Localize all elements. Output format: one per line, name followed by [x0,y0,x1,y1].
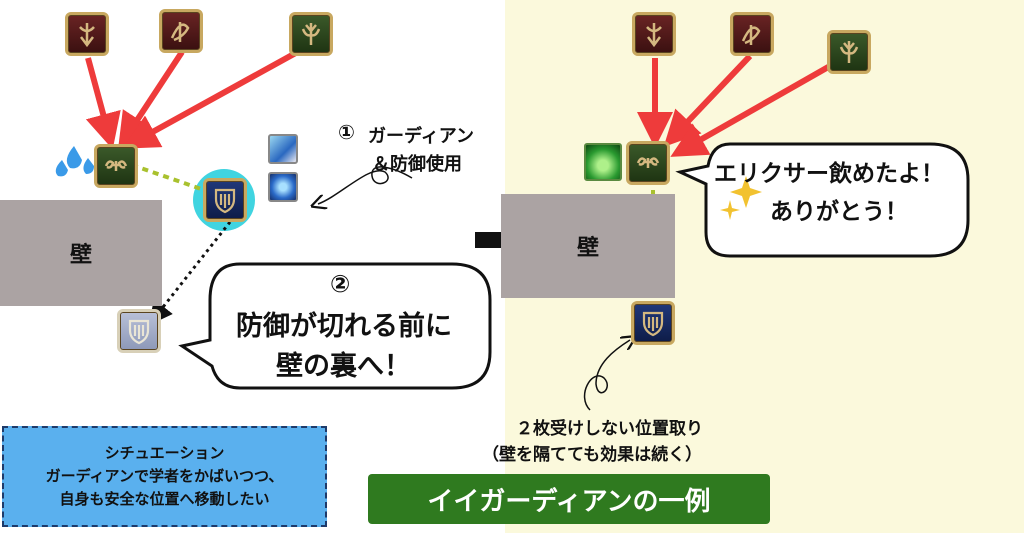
step1-number: ① [338,120,355,144]
sweat-icon [55,146,94,177]
paladin-job-icon-right [631,301,675,345]
move-arrow [148,221,232,326]
reaper-job-icon-right [632,12,676,56]
bubble-left-shape [178,262,492,390]
dragoon-job-icon [159,9,203,53]
elixir-icon [584,143,622,181]
reaper-job-icon [65,12,109,56]
step2-line2: 壁の裏へ！ [276,351,411,382]
tether-left [131,163,205,192]
step2-number: ② [330,270,351,298]
sage-job-icon [289,12,333,56]
step1-line1: ガーディアン [368,126,475,147]
dragoon-job-icon-right [730,12,774,56]
step1-line2: ＆防御使用 [372,154,462,175]
situation-line3: 自身も安全な位置へ移動したい [59,490,270,508]
sage-job-icon-right [827,30,871,74]
red-arrow-3 [122,41,314,149]
wall-right: 壁 [501,194,675,298]
situation-line2: ガーディアンで学者をかばいつつ、 [45,467,284,485]
scholar-job-icon-right [626,141,670,185]
right-bubble-line2: ありがとう！ [770,199,908,225]
situation-box: シチュエーション ガーディアンで学者をかばいつつ、 自身も安全な位置へ移動したい [2,426,327,527]
guard-skill-icon [268,172,298,202]
scholar-job-icon [94,144,138,188]
situation-line1: シチュエーション [104,444,225,462]
bubble-right-shape [675,142,970,258]
example-banner: イイガーディアンの一例 [368,474,770,524]
step2-line1: 防御が切れる前に [236,311,452,342]
right-note-line2: （壁を隔てても効果は続く） [482,445,703,465]
sparkle-icon [720,176,762,220]
red-arrow-r2 [663,53,753,148]
red-arrow-1 [85,57,121,150]
right-bubble-line1: エリクサー飲めたよ！ [714,161,944,187]
paladin-ghost-icon [117,309,161,353]
squiggle-arrow-left [318,166,413,204]
red-arrow-r3 [670,63,832,157]
paladin-job-icon [203,178,247,222]
squiggle-arrow-right [583,340,630,411]
wall-left: 壁 [0,200,162,306]
right-note-line1: ２枚受けしない位置取り [516,419,703,439]
guardian-skill-icon [268,134,298,164]
